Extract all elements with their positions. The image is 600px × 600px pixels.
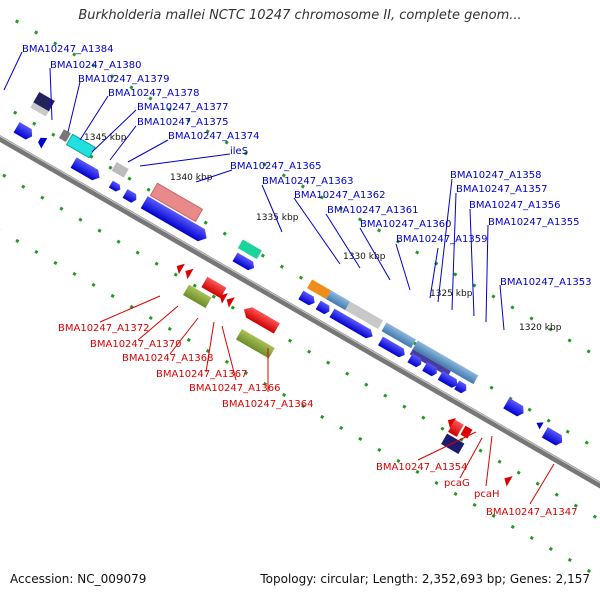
accession-text: Accession: NC_009079 <box>10 572 147 586</box>
kbp-tick: 1345 kbp <box>84 133 127 143</box>
forward-leader-lines <box>3 51 505 331</box>
kbp-tick: 1340 kbp <box>170 173 213 183</box>
gene-label: BMA10247_A1364 <box>222 399 313 410</box>
gene-label: BMA10247_A1377 <box>137 102 228 113</box>
gene-label: BMA10247_A1362 <box>294 190 385 201</box>
gene-label: pcaG <box>444 478 470 489</box>
kbp-tick: 1320 kbp <box>519 323 562 333</box>
kbp-tick: 1330 kbp <box>343 252 386 262</box>
topology-text: Topology: circular; Length: 2,352,693 bp… <box>260 572 590 586</box>
gene-label: BMA10247_A1353 <box>500 277 591 288</box>
gene-label: BMA10247_A1374 <box>168 131 259 142</box>
kbp-ticks: 1345 kbp 1340 kbp 1335 kbp 1330 kbp 1325… <box>84 133 562 333</box>
gene-label: BMA10247_A1384 <box>22 44 113 55</box>
gene-label: BMA10247_A1379 <box>78 74 169 85</box>
gene-label: BMA10247_A1380 <box>50 60 141 71</box>
gene-label: BMA10247_A1361 <box>327 205 418 216</box>
gene-label: BMA10247_A1347 <box>486 507 577 518</box>
gene-label: BMA10247_A1359 <box>396 234 487 245</box>
gene-label: BMA10247_A1370 <box>90 339 181 350</box>
gene-label: BMA10247_A1378 <box>108 88 199 99</box>
forward-labels: BMA10247_A1384 BMA10247_A1380 BMA10247_A… <box>22 44 591 288</box>
gene-label: ileS <box>230 146 248 157</box>
gene-label: BMA10247_A1372 <box>58 323 149 334</box>
gene-label: BMA10247_A1354 <box>376 462 467 473</box>
reverse-strand-genes[interactable] <box>0 108 527 494</box>
gene-label: BMA10247_A1358 <box>450 170 541 181</box>
gene-label: BMA10247_A1375 <box>137 117 228 128</box>
map-title: Burkholderia mallei NCTC 10247 chromosom… <box>78 8 522 23</box>
gene-label: BMA10247_A1363 <box>262 176 353 187</box>
reverse-labels: BMA10247_A1372 BMA10247_A1370 BMA10247_A… <box>58 323 577 518</box>
chromosome-backbone <box>0 91 600 557</box>
reverse-leader-lines <box>99 295 555 505</box>
gene-label: BMA10247_A1366 <box>189 383 280 394</box>
gene-label: pcaH <box>474 489 500 500</box>
kbp-tick: 1325 kbp <box>430 289 473 299</box>
gene-label: BMA10247_A1357 <box>456 184 547 195</box>
gene-label: BMA10247_A1368 <box>122 353 213 364</box>
gene-label: BMA10247_A1356 <box>469 200 560 211</box>
gene-label: BMA10247_A1360 <box>360 219 451 230</box>
kbp-tick: 1335 kbp <box>256 213 299 223</box>
forward-strand-genes[interactable] <box>13 91 584 449</box>
gene-label: BMA10247_A1365 <box>230 161 321 172</box>
gene-label: BMA10247_A1355 <box>488 217 579 228</box>
gene-label: BMA10247_A1367 <box>156 369 247 380</box>
